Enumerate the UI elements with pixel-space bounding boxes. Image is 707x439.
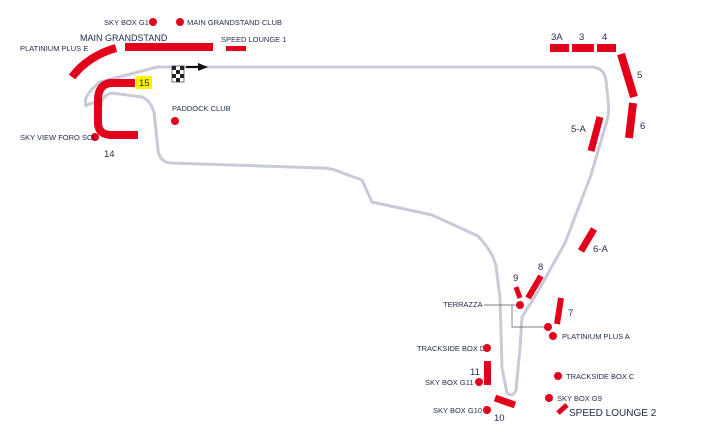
turn-3a-stand[interactable] [550,44,569,52]
platinum-plus-e-stand[interactable] [68,44,118,80]
turn-5a-stand[interactable] [587,116,604,152]
platinum-plus-a-leader [511,305,546,328]
platinum-plus-e-label: PLATINIUM PLUS E [20,44,88,53]
turn-5-stand[interactable] [617,52,638,99]
turn-10-stand[interactable] [493,394,517,409]
turn-5-number: 5 [637,70,642,81]
paddock-club-label: PADDOCK CLUB [172,104,231,113]
turn-7-stand[interactable] [554,297,564,325]
turn-14-number: 14 [104,149,115,160]
main-grandstand-club-dot[interactable] [176,18,184,26]
turn-6-stand[interactable] [625,102,637,139]
turn-11-number: 11 [470,367,480,378]
sky-box-g10-label: SKY BOX G10 [433,406,482,415]
sky-view-foro-sol-dot[interactable] [91,133,99,141]
turn-3a-number: 3A [551,32,563,43]
speed-lounge-2-stand[interactable] [556,403,569,415]
trackside-box-d-dot[interactable] [483,344,491,352]
direction-arrow-icon [186,63,208,71]
turn-14-15-stand[interactable] [94,79,138,139]
turn-8-stand[interactable] [525,274,544,300]
main-grandstand-club-label: MAIN GRANDSTAND CLUB [187,18,282,27]
platinum-plus-a-dot-2[interactable] [549,332,557,340]
checkered-flag-icon [171,65,185,83]
sky-box-g11-label: SKY BOX G11 [425,378,474,387]
sky-box-g1-label: SKY BOX G1 [104,18,149,27]
sky-box-g10-dot[interactable] [483,406,491,414]
turn-3-number: 3 [579,32,584,43]
turn-6-number: 6 [640,121,645,132]
turn-9-stand[interactable] [513,286,523,299]
platinum-plus-a-label: PLATINIUM PLUS A [562,332,630,341]
speed-lounge-1-label: SPEED LOUNGE 1 [221,35,286,44]
terrazza-dot[interactable] [516,301,524,309]
turn-5a-number: 5-A [571,124,586,135]
main-grandstand-label: MAIN GRANDSTAND [80,33,168,43]
sky-box-g9-dot[interactable] [545,394,553,402]
speed-lounge-2-label: SPEED LOUNGE 2 [569,408,657,419]
trackside-box-c-label: TRACKSIDE BOX C [566,372,635,381]
turn-15-number: 15 [139,78,150,89]
trackside-box-d-label: TRACKSIDE BOX D [417,344,486,353]
turn-8-number: 8 [538,262,543,273]
trackside-box-c-dot[interactable] [554,372,562,380]
turn-15-badge [136,76,152,89]
sky-box-g11-dot[interactable] [475,378,483,386]
sky-box-g1-dot[interactable] [149,18,157,26]
turn-3-stand[interactable] [572,44,594,52]
turn-10-number: 10 [494,413,505,424]
turn-4-stand[interactable] [597,44,616,52]
platinum-plus-a-dot-1[interactable] [544,323,552,331]
turn-9-number: 9 [513,273,518,284]
turn-4-number: 4 [602,32,607,43]
terrazza-label: TERRAZZA [443,300,483,309]
speed-lounge-1-stand[interactable] [226,46,246,51]
turn-11-stand[interactable] [484,361,491,385]
sky-box-g9-label: SKY BOX G9 [557,394,602,403]
race-track [83,65,611,397]
turn-6a-stand[interactable] [577,227,598,253]
turn-6a-number: 6-A [593,244,608,255]
sky-view-foro-sol-label: SKY VIEW FORO SOL [20,133,97,142]
main-grandstand-stand[interactable] [125,43,213,51]
turn-7-number: 7 [568,308,573,319]
paddock-club-dot[interactable] [171,117,179,125]
